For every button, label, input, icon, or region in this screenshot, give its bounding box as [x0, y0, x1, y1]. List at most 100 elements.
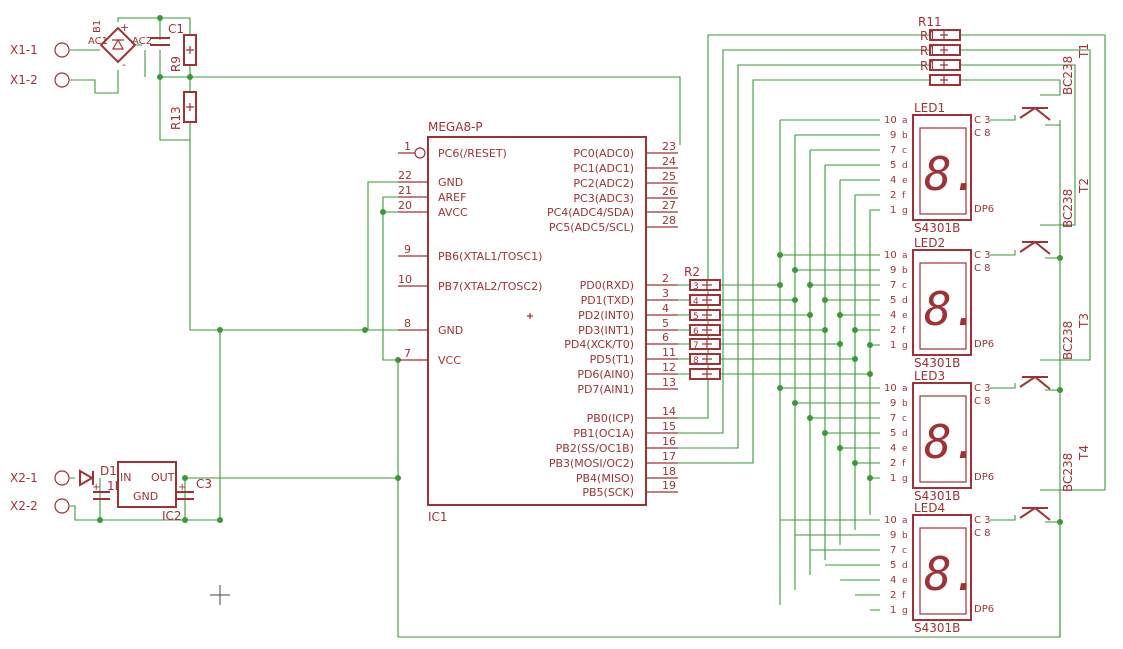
led-pin-num: 2 [890, 325, 896, 336]
led-name: LED2 [914, 236, 945, 250]
led-pin-seg: d [902, 161, 908, 171]
pin-label: PD6(AIN0) [577, 368, 634, 381]
transistor-name: T3 [1077, 313, 1091, 329]
led-pin-seg: c [902, 146, 907, 156]
led-dp: DP6 [974, 339, 994, 350]
base-resistors[interactable]: R11 R1 R1 R1 [918, 15, 961, 86]
led-pin-num: 1 [890, 205, 896, 216]
r2-pin: 7 [693, 341, 699, 351]
microcontroller-ic1[interactable]: MEGA8-P IC1 1 PC6(/RESET) 22 GND 21 AREF… [398, 120, 678, 524]
c1-label: C1 [168, 22, 184, 36]
transistor-t3[interactable]: BC238 T3 [1019, 313, 1091, 390]
led-pin-num: 10 [884, 383, 897, 394]
led-pin-seg: f [902, 191, 906, 201]
resistor-array-r2[interactable]: R2 3 4 5 6 7 8 [684, 265, 721, 380]
r1-label-1: R1 [920, 29, 936, 43]
r11-label: R11 [918, 15, 942, 29]
rectifier-plus: + [120, 21, 129, 34]
resistor-r13[interactable]: R13 [169, 91, 197, 130]
pin-num: 16 [662, 435, 676, 448]
led-dp: DP6 [974, 604, 994, 615]
transistor-name: T1 [1077, 43, 1091, 59]
transistor-t2[interactable]: BC238 T2 [1019, 178, 1091, 255]
led-pin-num: 4 [890, 575, 896, 586]
led-pin-seg: a [902, 516, 908, 526]
rectifier-ac1-label: AC1 [88, 36, 108, 47]
pin-num: 6 [662, 331, 669, 344]
rectifier-minus: - [122, 58, 126, 71]
led-pin-seg: b [902, 531, 908, 541]
connector-x2-2[interactable] [54, 498, 70, 514]
digit-display: 8. [924, 282, 979, 336]
pin-num: 26 [662, 185, 676, 198]
rectifier-ac2-label: AC2 [132, 36, 152, 47]
d1-label: D1 [100, 464, 117, 478]
led-pin-num: 2 [890, 190, 896, 201]
led-pin-num: 10 [884, 515, 897, 526]
led-pin-num: 5 [890, 160, 896, 171]
pin-num: 3 [662, 287, 669, 300]
transistor-part: BC238 [1061, 56, 1075, 95]
voltage-regulator-ic2[interactable]: IN OUT GND IC2 [117, 461, 182, 523]
led-pin-num: 7 [890, 280, 896, 291]
connector-x1-1[interactable] [54, 42, 70, 58]
pin-label: PB4(MISO) [576, 472, 634, 485]
led-pin-num: 1 [890, 473, 896, 484]
rectifier-name: B1 [92, 20, 103, 33]
capacitor-input[interactable]: + [92, 482, 110, 500]
led-pin-seg: g [902, 606, 908, 616]
r13-label: R13 [169, 106, 183, 130]
capacitor-c3[interactable]: + C3 [177, 477, 212, 500]
led-part: S4301B [914, 489, 960, 503]
led-name: LED1 [914, 101, 945, 115]
led-name: LED3 [914, 369, 945, 383]
pin-num: 21 [398, 184, 412, 197]
digit-display: 8. [924, 547, 979, 601]
led-pin-seg: e [902, 176, 908, 186]
led-pin-seg: e [902, 311, 908, 321]
resistor-r9[interactable]: R9 [169, 34, 197, 72]
pin-num: 7 [404, 347, 411, 360]
pin-num: 18 [662, 465, 676, 478]
capacitor-c1[interactable]: C1 [150, 22, 184, 46]
led-pin-num: 9 [890, 265, 896, 276]
pin-num: 13 [662, 376, 676, 389]
led-pin-seg: c [902, 546, 907, 556]
led-c3: C 3 [974, 115, 991, 126]
pin-label: PB7(XTAL2/TOSC2) [438, 280, 542, 293]
pin-label: PC2(ADC2) [573, 177, 634, 190]
led-pin-num: 4 [890, 310, 896, 321]
r2-pin: 4 [693, 297, 699, 307]
pin-num: 12 [662, 361, 676, 374]
led-c3: C 3 [974, 250, 991, 261]
pin-label: PD2(INT0) [578, 309, 634, 322]
transistor-t1[interactable]: BC238 T1 [1019, 43, 1091, 121]
bridge-rectifier-b1[interactable]: AC1 AC2 B1 + - [88, 20, 152, 71]
connector-x1-2[interactable] [54, 72, 70, 88]
pin-label: PC3(ADC3) [573, 192, 634, 205]
transistor-t4[interactable]: BC238 T4 [1019, 445, 1091, 521]
led-pin-num: 5 [890, 560, 896, 571]
mcu-right-pins: PC0(ADC0) 23 PC1(ADC1) 24 PC2(ADC2) 25 P… [547, 140, 676, 499]
pin-label: GND [438, 324, 463, 337]
pin-num: 11 [662, 346, 676, 359]
pin-num: 1 [404, 140, 411, 153]
r1-label-2: R1 [920, 44, 936, 58]
led-pin-num: 4 [890, 175, 896, 186]
led-pin-seg: e [902, 444, 908, 454]
connector-x2-1[interactable] [54, 470, 70, 486]
led-part: S4301B [914, 221, 960, 235]
pin-label: PD4(XCK/T0) [564, 338, 634, 351]
transistor-part: BC238 [1061, 321, 1075, 360]
led-c8: C 8 [974, 396, 991, 407]
pin-label: PC5(ADC5/SCL) [549, 221, 634, 234]
r9-label: R9 [169, 56, 183, 72]
ic2-gnd: GND [133, 490, 158, 503]
transistor-name: T2 [1077, 178, 1091, 194]
pin-num: 20 [398, 199, 412, 212]
